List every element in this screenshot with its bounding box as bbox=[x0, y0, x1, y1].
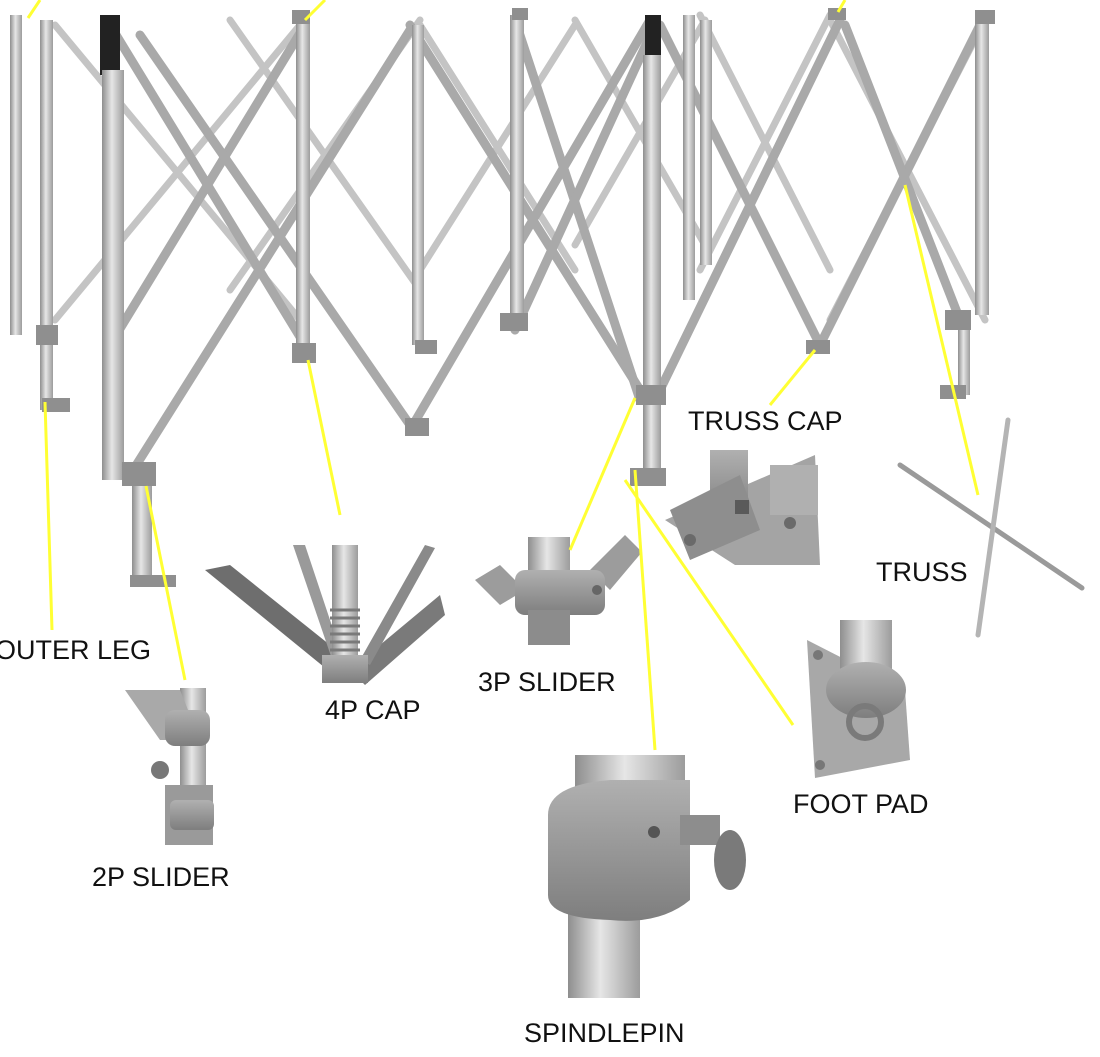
spring-coils bbox=[330, 608, 360, 652]
leader-2p-slider bbox=[144, 485, 187, 681]
outer-legs bbox=[10, 15, 989, 585]
4p-cap-part bbox=[205, 545, 445, 685]
leader-truss-cap bbox=[768, 349, 817, 406]
leader-truss bbox=[903, 184, 980, 496]
2p-slider-part bbox=[125, 688, 214, 845]
leader-truss-cap-top bbox=[836, 0, 847, 13]
truss-part bbox=[897, 417, 1085, 638]
3p-slider-part bbox=[475, 535, 642, 645]
truss-cap-part bbox=[665, 450, 820, 565]
leader-foot-pad bbox=[623, 479, 795, 726]
label-4p-cap: 4P CAP bbox=[325, 695, 421, 725]
frame-fittings bbox=[36, 8, 995, 587]
part-labels: OUTER LEG 2P SLIDER 4P CAP 3P SLIDER TRU… bbox=[0, 406, 968, 1048]
leader-3p-slider bbox=[568, 397, 637, 551]
label-spindlepin: SPINDLEPIN bbox=[524, 1018, 685, 1048]
foot-pad-part bbox=[807, 620, 910, 778]
leader-outer-leg-top bbox=[26, 0, 42, 19]
label-2p-slider: 2P SLIDER bbox=[92, 862, 230, 892]
leader-lines bbox=[26, 0, 980, 751]
label-truss-cap: TRUSS CAP bbox=[688, 406, 843, 436]
truss-bars-front bbox=[105, 15, 985, 480]
label-truss: TRUSS bbox=[876, 557, 968, 587]
folding-frame bbox=[10, 8, 995, 587]
leader-outer-leg bbox=[43, 401, 54, 631]
label-outer-leg: OUTER LEG bbox=[0, 635, 151, 665]
leader-4p-cap bbox=[306, 359, 342, 516]
label-foot-pad: FOOT PAD bbox=[793, 789, 929, 819]
leader-4p-cap-top bbox=[303, 0, 327, 22]
spindlepin-part bbox=[548, 755, 746, 998]
leader-spindlepin bbox=[633, 469, 657, 751]
label-3p-slider: 3P SLIDER bbox=[478, 667, 616, 697]
